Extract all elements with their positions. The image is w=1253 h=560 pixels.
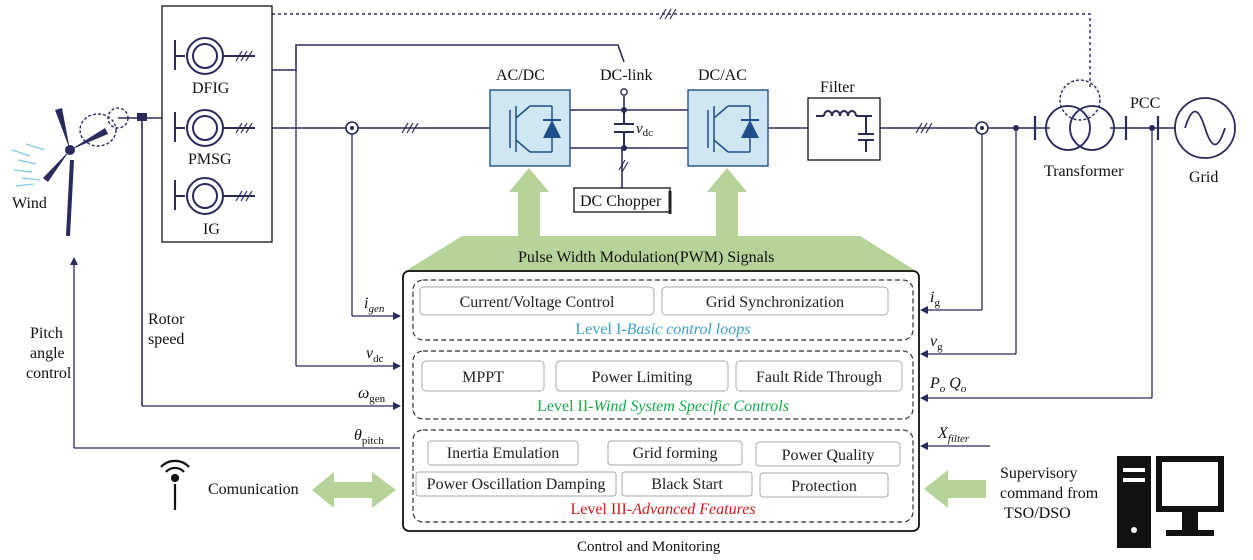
igbt-icon (687, 89, 769, 167)
igbt-icon (489, 89, 571, 167)
communication-label: Comunication (208, 481, 299, 498)
supervisory-label-1: Supervisory (1000, 465, 1077, 482)
power-oscillation-damping-box (415, 471, 617, 497)
computer-icon (1117, 456, 1224, 548)
pitch-label-2: angle (30, 345, 65, 362)
pmsg-label: PMSG (188, 151, 232, 168)
pwm-label: Pulse Width Modulation(PWM) Signals (518, 249, 774, 266)
mppt-label: MPPT (462, 369, 504, 386)
wind-turbine-icon (11, 107, 147, 237)
black-start-label: Black Start (651, 476, 723, 493)
level1-title: Level I-Basic control loops (576, 321, 751, 338)
protection-box (759, 472, 889, 498)
level1-panel (412, 279, 914, 341)
v-dc-label: vdc (366, 345, 384, 365)
level3-title: Level III-Advanced Features (570, 501, 755, 518)
supervisory-label-3: TSO/DSO (1004, 505, 1071, 522)
double-arrow (312, 472, 396, 508)
power-limiting-label: Power Limiting (592, 369, 693, 386)
antenna-icon (160, 459, 190, 510)
filter-label: Filter (820, 79, 855, 96)
pcc-label: PCC (1130, 95, 1160, 112)
grid-label: Grid (1189, 169, 1218, 186)
pitch-label-1: Pitch (30, 325, 63, 342)
power-limiting-box (555, 360, 729, 392)
power-wires (118, 44, 1176, 188)
fault-ride-through-label: Fault Ride Through (756, 369, 882, 386)
dclink-label: DC-link (600, 67, 652, 84)
i-g-label: ig (930, 289, 940, 309)
grid-forming-box (607, 440, 743, 466)
dc-chopper-box (573, 187, 671, 213)
v-g-label: vg (930, 333, 943, 353)
ig-label: IG (203, 221, 220, 238)
rotor-label-1: Rotor (148, 311, 185, 328)
rotor-label-2: speed (148, 331, 184, 348)
pwm-arrows (404, 168, 918, 272)
supervisory-label-2: command from (1000, 485, 1099, 502)
grid-synchronization-label: Grid Synchronization (706, 294, 844, 311)
power-quality-box (755, 441, 901, 467)
level2-title: Level II-Wind System Specific Controls (537, 398, 789, 415)
omega-gen-label: ωgen (358, 385, 386, 405)
level2-panel (412, 350, 914, 420)
supervisory-arrow (924, 470, 986, 508)
x-filter-label: Xfilter (937, 425, 970, 445)
grid-synchronization-box (661, 286, 889, 316)
power-quality-label: Power Quality (782, 447, 875, 464)
transformer-icon (1033, 79, 1115, 151)
grid-forming-label: Grid forming (633, 445, 718, 462)
control-monitoring-label: Control and Monitoring (577, 539, 721, 555)
pitch-label-3: control (26, 365, 72, 382)
filter-box (807, 97, 881, 161)
power-oscillation-damping-label: Power Oscillation Damping (427, 476, 606, 493)
triple-hash-marks (401, 8, 933, 173)
inductor-icon (816, 110, 872, 117)
protection-label: Protection (791, 478, 857, 495)
vdc-dclink-label: vdc (636, 121, 653, 139)
current-voltage-control-label: Current/Voltage Control (460, 294, 615, 311)
wind-label: Wind (12, 195, 47, 212)
level3-panel (412, 429, 914, 523)
capacitor-icon (858, 116, 874, 152)
dfig-label: DFIG (192, 80, 230, 97)
black-start-box (621, 471, 753, 497)
i-gen-label: igen (364, 295, 385, 315)
capacitor-icon (614, 110, 634, 148)
inertia-emulation-box (427, 440, 579, 466)
transformer-label: Transformer (1044, 163, 1124, 180)
dcac-label: DC/AC (698, 67, 747, 84)
sine-source-icon (1174, 97, 1236, 159)
theta-pitch-label: θpitch (354, 427, 384, 447)
generator-icon (174, 37, 255, 215)
control-monitoring-panel (402, 270, 920, 532)
dotted-feedback-line (272, 13, 1091, 88)
mppt-box (421, 360, 545, 392)
current-voltage-control-box (419, 286, 655, 316)
inertia-emulation-label: Inertia Emulation (447, 445, 559, 462)
dc-chopper-label: DC Chopper (580, 193, 662, 210)
acdc-label: AC/DC (496, 67, 545, 84)
fault-ride-through-box (735, 360, 903, 392)
